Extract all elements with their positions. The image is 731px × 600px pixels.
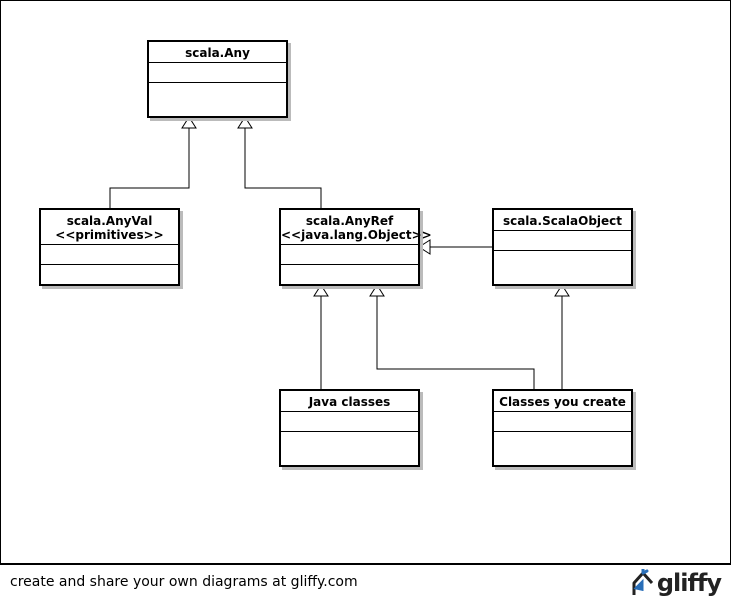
gliffy-logo-text: gliffy (656, 569, 722, 597)
operations-section (494, 251, 631, 271)
relation-lines (109, 116, 570, 389)
footer-promo-link[interactable]: create and share your own diagrams at gl… (10, 574, 358, 590)
attributes-section (149, 63, 286, 83)
class-name: Classes you create (499, 394, 626, 409)
class-name: scala.AnyVal (66, 213, 153, 228)
class-scala-anyval[interactable]: scala.AnyVal <<primitives>> (39, 208, 180, 286)
edge-anyref-any (244, 128, 322, 208)
attributes-section (281, 412, 418, 432)
class-scala-any[interactable]: scala.Any (147, 40, 288, 118)
attributes-section (494, 412, 631, 432)
edge-yours-anyref (376, 296, 535, 389)
class-scala-scalaobject[interactable]: scala.ScalaObject (492, 208, 633, 286)
edge-anyval-any (109, 128, 190, 208)
class-stereotype: <<java.lang.Object>> (281, 227, 432, 242)
class-scala-anyref[interactable]: scala.AnyRef <<java.lang.Object>> (279, 208, 432, 286)
arrowhead-any-left (181, 116, 197, 129)
operations-section (281, 265, 418, 285)
operations-section (41, 265, 178, 285)
attributes-section (494, 231, 631, 251)
class-stereotype: <<primitives>> (55, 227, 164, 242)
class-header: scala.Any (149, 42, 286, 63)
arrowhead-any-right (237, 116, 253, 129)
arrowhead-scalaobject-bottom (554, 284, 570, 297)
class-header: scala.AnyRef <<java.lang.Object>> (281, 210, 432, 245)
arrowhead-anyref-right (418, 239, 431, 255)
attributes-section (41, 245, 178, 265)
class-name: Java classes (308, 394, 391, 409)
class-header: Classes you create (494, 391, 631, 412)
class-header: scala.ScalaObject (494, 210, 631, 231)
operations-section (494, 432, 631, 452)
operations-section (281, 432, 418, 452)
operations-section (149, 83, 286, 103)
class-header: scala.AnyVal <<primitives>> (41, 210, 178, 245)
class-name: scala.ScalaObject (502, 213, 623, 228)
class-java-classes[interactable]: Java classes (279, 389, 420, 467)
class-name: scala.Any (185, 45, 250, 60)
gliffy-logo-icon (632, 569, 653, 595)
class-name: scala.AnyRef (305, 213, 394, 228)
gliffy-logo[interactable]: gliffy (631, 567, 722, 599)
arrowhead-anyref-bottom-right (369, 284, 385, 297)
attributes-section (281, 245, 418, 265)
class-header: Java classes (281, 391, 418, 412)
class-classes-you-create[interactable]: Classes you create (492, 389, 633, 467)
arrowhead-anyref-bottom-left (313, 284, 329, 297)
footer-bar: create and share your own diagrams at gl… (0, 563, 731, 600)
